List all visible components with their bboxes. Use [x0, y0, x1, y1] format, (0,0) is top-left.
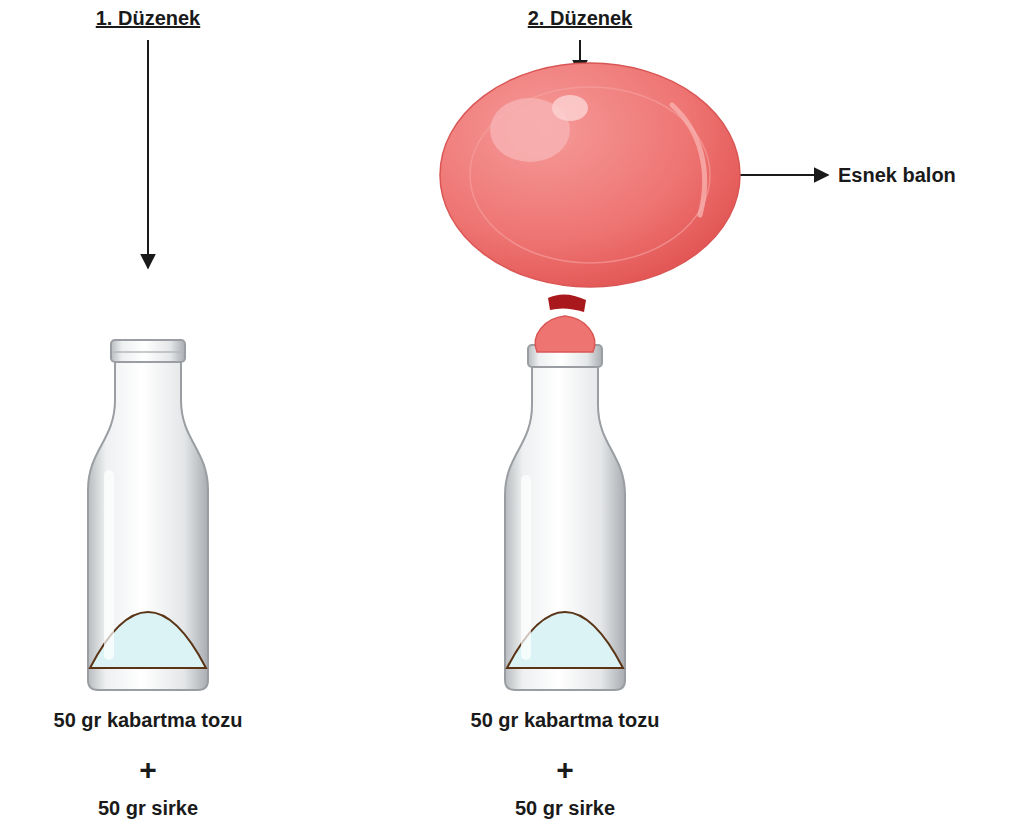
ingredient-label: 50 gr kabartma tozu [471, 709, 660, 732]
pointer-arrow [147, 40, 149, 268]
ingredient-label: 50 gr kabartma tozu [54, 709, 243, 732]
setup-title: 1. Düzenek [96, 7, 200, 30]
plus-sign: + [556, 753, 574, 788]
bottle [505, 345, 625, 690]
ingredient-label: 50 gr sirke [98, 797, 198, 820]
pointer-arrow [740, 174, 828, 176]
setup-title: 2. Düzenek [528, 7, 632, 30]
ingredient-label: 50 gr sirke [515, 797, 615, 820]
balloon [440, 63, 740, 352]
part-label: Esnek balon [838, 164, 956, 187]
plus-sign: + [139, 753, 157, 788]
bottle [88, 340, 208, 690]
